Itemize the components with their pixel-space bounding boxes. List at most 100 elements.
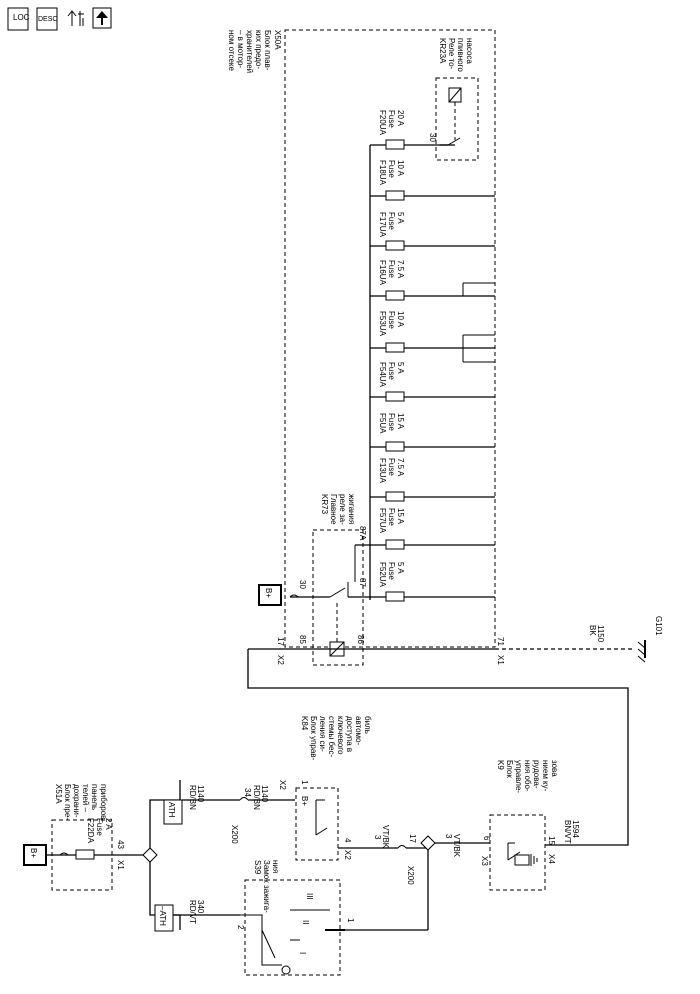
x1-pin-71: 71 — [496, 637, 505, 646]
k84-desc-0: Блок управ- — [309, 716, 318, 761]
fuse-type-f17ua: Fuse — [387, 212, 396, 230]
fuse-rating-f16ua: 7.5 A — [396, 260, 405, 279]
fuse-f13ua — [385, 491, 405, 502]
kr73-pin-87a: 87A — [358, 526, 367, 541]
fuse-label-f18ua: F18UA — [378, 160, 387, 186]
fuse-label-f57ua: F57UA — [378, 508, 387, 534]
s39-ignition-switch — [244, 879, 341, 976]
x51a-desc-1: дохрани- — [72, 784, 81, 818]
fuse-rows — [348, 139, 495, 602]
fuse-type-f22da: Fuse — [95, 818, 104, 836]
fuse-rating-f57ua: 15 A — [396, 508, 405, 525]
s39-desc-0: Замок зажига- — [262, 860, 271, 913]
kr73-pin-86: 86 — [356, 635, 365, 644]
fuse-label-f54ua: F54UA — [378, 362, 387, 388]
fuse-type-f18ua: Fuse — [387, 160, 396, 178]
kr73-desc-1: реле за- — [338, 494, 347, 525]
k9-desc-5: зова — [550, 760, 559, 777]
k84-out-pin-3: 3 — [373, 835, 382, 840]
kr73-desc-0: Главное — [329, 494, 338, 525]
k84-desc-3: ключевого — [336, 716, 345, 755]
fuse-rating-f13ua: 7.5 A — [396, 458, 405, 477]
wire-1594-circuit: 1594 — [571, 820, 580, 838]
x200-pin-17-connector — [397, 845, 407, 849]
x2-connector: X2 — [276, 655, 285, 665]
kr23a-desc-0: Реле то- — [447, 38, 456, 70]
kr73-pin-85: 85 — [298, 635, 307, 644]
k9-switch — [507, 851, 521, 861]
fuse-type-f53ua: Fuse — [387, 311, 396, 329]
fuse-rating-f18ua: 10 A — [396, 160, 405, 177]
kr73-id: KR73 — [320, 494, 329, 515]
fuse-f18ua — [385, 190, 405, 201]
s39-key-icon — [281, 965, 291, 975]
fuse-rating-f53ua: 10 A — [396, 311, 405, 328]
s39-contact — [261, 929, 276, 959]
fuse-type-f57ua: Fuse — [387, 508, 396, 526]
wire-1594-color: BN/VT — [563, 820, 572, 844]
k84-id: K84 — [300, 716, 309, 731]
wire-1150-circuit: 1150 — [596, 625, 605, 643]
location-icon[interactable]: LOC — [7, 7, 30, 31]
fuse-f16ua — [385, 290, 405, 301]
x200-connector-a: X200 — [230, 825, 239, 844]
kr23a-relay — [435, 77, 479, 161]
location-icon-label: LOC — [13, 13, 30, 22]
fuse-type-f20ua: Fuse — [387, 110, 396, 128]
x1-pin-43: 43 — [116, 840, 125, 849]
fuse-label-f17ua: F17UA — [378, 212, 387, 238]
fuse-type-f16ua: Fuse — [387, 260, 396, 278]
fuse-rating-f54ua: 5 A — [396, 362, 405, 374]
fuse-f54ua — [385, 391, 405, 402]
fuse-type-f54ua: Fuse — [387, 362, 396, 380]
k84-x2-connector-b: X2 — [343, 850, 352, 860]
x51a-desc-0: Блок пре- — [63, 784, 72, 820]
fuse-f20ua — [385, 139, 405, 150]
wire-vtbk-b-color: VT/BK — [452, 834, 461, 858]
kr23a-desc-1: пливного — [456, 38, 465, 72]
k9-id: K9 — [496, 760, 505, 770]
x51a-desc-3: панель — [90, 784, 99, 810]
fuse-rating-f52ua: 5 A — [396, 562, 405, 574]
fuse-rating-f20ua: 20 A — [396, 110, 405, 127]
up-arrow-icon[interactable] — [92, 7, 112, 29]
k9-pin-15: 15 — [547, 836, 556, 845]
k84-desc-2: стемы бес- — [327, 716, 336, 757]
kr23a-pin-87: 30 — [428, 133, 437, 142]
s39-pos-iii: III — [305, 893, 314, 900]
wire-340-circuit: 340 — [196, 900, 205, 914]
ath-tag — [163, 799, 183, 825]
neg-ath-tag — [154, 904, 174, 932]
x200-pin-34-connector — [239, 797, 249, 801]
fuse-type-f52ua: Fuse — [387, 562, 396, 580]
fuse-label-f16ua: F16UA — [378, 260, 387, 286]
wire-1150-color: BK — [588, 625, 597, 636]
k9-desc-3: рудова- — [532, 760, 541, 789]
k9-desc-1: управле- — [514, 760, 523, 793]
description-icon[interactable]: DESC — [36, 7, 58, 31]
kr73-desc-2: жигания — [347, 494, 356, 524]
fuse-label-f53ua: F53UA — [378, 311, 387, 337]
k9-ground-icon — [530, 854, 538, 866]
k9-desc-0: Блок — [505, 760, 514, 778]
kr23a-id: KR23A — [438, 38, 447, 64]
x50a-fuse-block — [284, 29, 496, 648]
x50a-id: X50A — [273, 30, 282, 50]
x2-pin-17: 17 — [276, 637, 285, 646]
k9-x4-connector: X4 — [547, 854, 556, 864]
kr73-bplus-label: B+ — [264, 588, 273, 598]
g101-label: G101 — [654, 616, 663, 636]
repair-icon[interactable] — [67, 10, 84, 26]
k84-pin-1: 1 — [300, 780, 309, 785]
fuse-f22da — [75, 849, 95, 860]
x50a-desc-1: ких предо- — [254, 30, 263, 69]
x51a-id: X51A — [54, 784, 63, 804]
k84-pin-4: 4 — [343, 838, 352, 843]
x50a-desc-0: Блок плав- — [263, 30, 272, 71]
k9-module — [489, 814, 546, 891]
fuse-label-f20ua: F20UA — [378, 110, 387, 136]
wire-1140a-color: RD/BN — [188, 785, 197, 810]
wire-1140b-circuit: 1140 — [260, 785, 269, 803]
kr23a-desc-2: насоса — [465, 38, 474, 64]
